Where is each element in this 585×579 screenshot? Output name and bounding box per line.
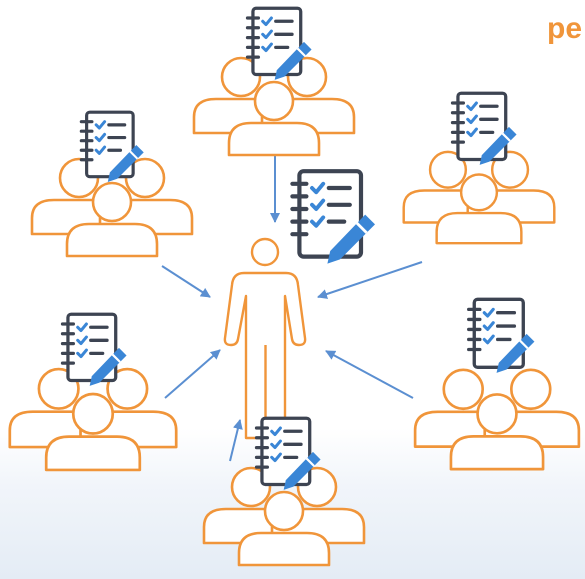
arrow-left-upper xyxy=(161,265,211,298)
people-group-icon xyxy=(413,368,581,471)
checklist-notepad-icon xyxy=(254,416,323,492)
checklist-notepad-icon xyxy=(245,6,314,82)
checklist-notepad-icon xyxy=(292,171,375,263)
checklist-notepad-icon xyxy=(450,91,519,167)
page-title: pe xyxy=(547,12,583,45)
arrow-right-lower xyxy=(325,350,414,399)
people-group-icon xyxy=(402,150,556,245)
checklist-notepad-icon xyxy=(79,110,146,184)
arrow-bottom xyxy=(229,419,243,462)
arrow-right-upper xyxy=(317,261,423,299)
checklist-notepad-icon xyxy=(466,297,537,375)
arrow-left-lower xyxy=(164,349,221,399)
checklist-notepad-icon xyxy=(60,312,129,388)
person-icon xyxy=(223,237,307,440)
